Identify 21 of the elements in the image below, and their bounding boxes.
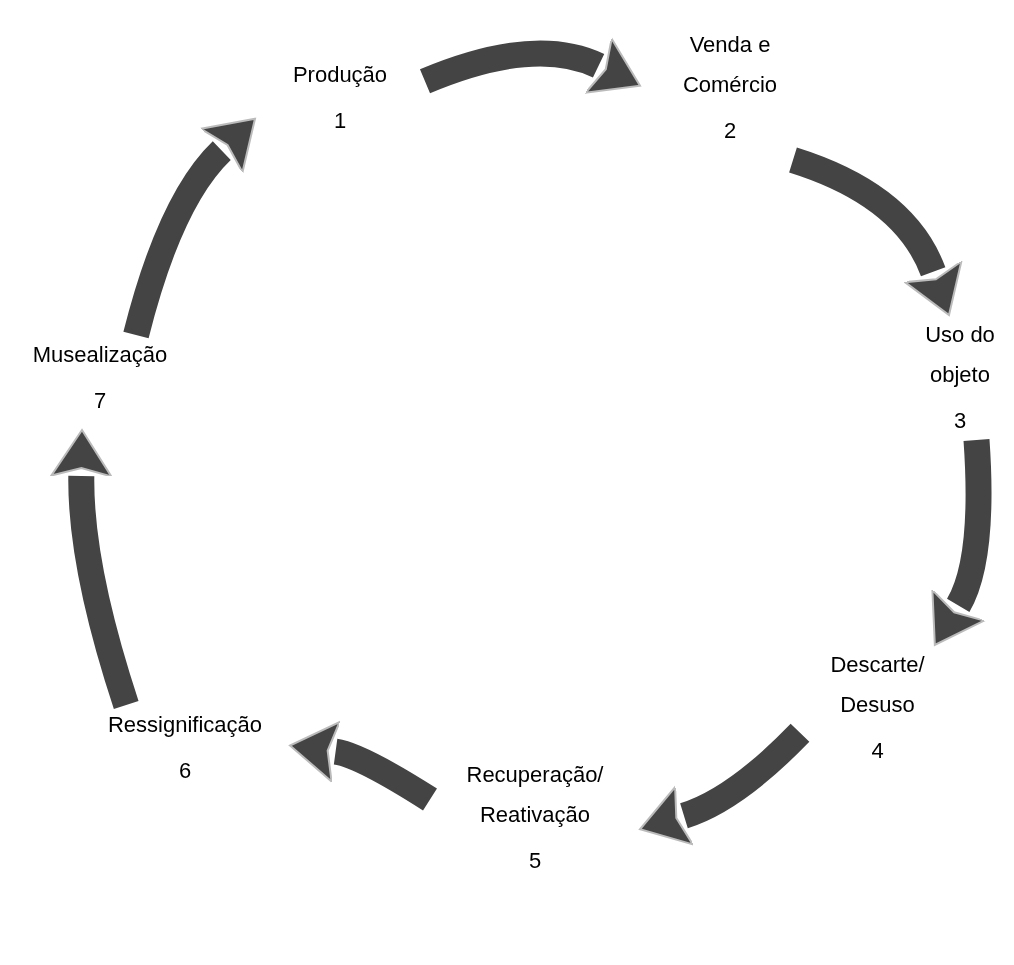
curved-arrow	[639, 723, 810, 846]
curved-arrow	[289, 721, 437, 811]
step-number: 3	[953, 407, 967, 435]
step-number: 5	[528, 847, 542, 875]
stage-label: Musealização	[32, 341, 168, 369]
step-number: 4	[871, 737, 884, 765]
step-number: 1	[333, 107, 347, 135]
stage-label: Recuperação/ Reativação	[465, 761, 605, 829]
curved-arrow	[123, 116, 255, 339]
step-number: 6	[178, 757, 192, 785]
stage-label: Uso do objeto	[924, 321, 996, 389]
stage-label: Descarte/ Desuso	[829, 651, 926, 719]
step-number: 7	[93, 387, 107, 415]
curved-arrow	[420, 37, 642, 95]
curved-arrow	[930, 439, 992, 648]
curved-arrow	[50, 429, 139, 709]
curved-arrow	[788, 147, 962, 316]
step-number: 2	[723, 117, 737, 145]
stage-label: Produção	[292, 61, 388, 89]
stage-label: Venda e Comércio	[681, 31, 779, 99]
stage-label: Ressignificação	[107, 711, 263, 739]
